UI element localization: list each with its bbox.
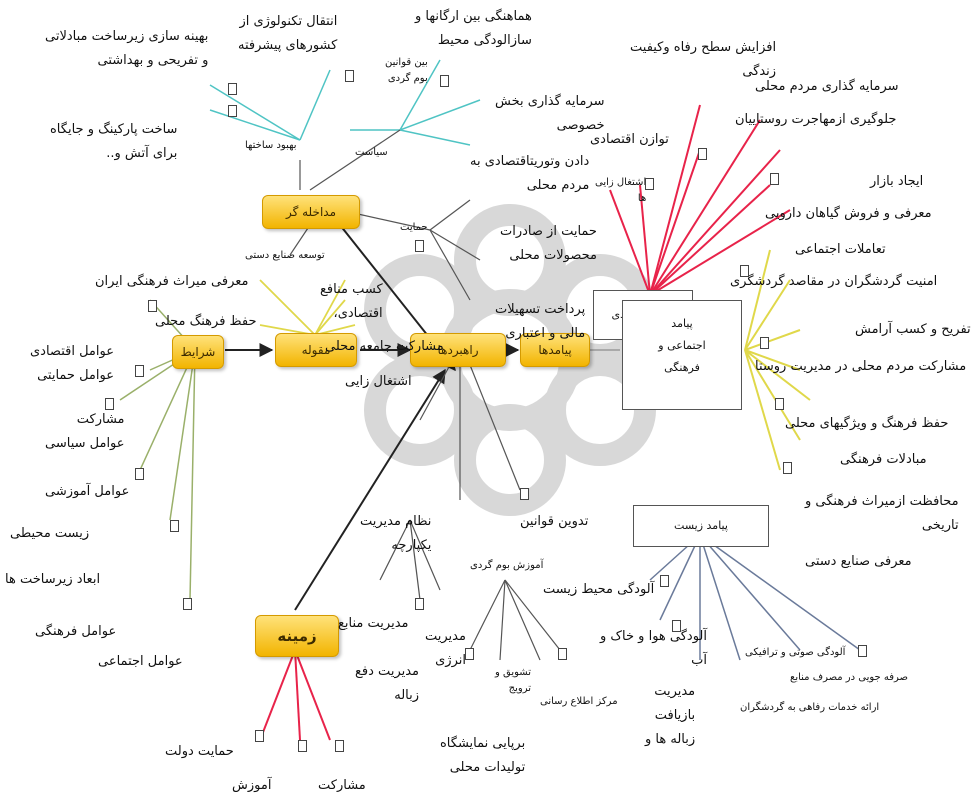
code-box [345, 70, 354, 82]
label-facilities: پرداخت تسهیلات مالی و اعتباری [495, 302, 586, 341]
conditions-node[interactable]: شرایط [172, 335, 224, 369]
code-box [255, 730, 264, 742]
code-box [135, 365, 144, 377]
code-box [465, 648, 474, 660]
strategies-node[interactable]: راهبردها [410, 333, 506, 367]
label-tech-transfer: انتقال تکنولوژی از کشورهای پیشرفته [238, 14, 338, 53]
label-migration: جلوگیری ازمهاجرت روستاییان [735, 112, 897, 127]
social-outcome-box[interactable]: پیامد اجتماعی و فرهنگی [622, 300, 742, 410]
code-box [558, 648, 567, 660]
code-box [672, 620, 681, 632]
label-participation: مشارکت مردم محلی در مدیریت روستا [755, 359, 967, 374]
label-env-pollution: آلودگی محیط زیست [543, 582, 655, 597]
code-box [228, 105, 237, 117]
label-laws: تدوین قوانین [520, 514, 589, 529]
code-box [148, 300, 157, 312]
code-box [183, 598, 192, 610]
label-living-standard: افزایش سطح رفاه وکیفیت زندگی [630, 40, 777, 79]
international-branch: بین قوانین بوم گردی [385, 57, 428, 84]
code-box [783, 462, 792, 474]
code-box [740, 265, 749, 277]
label-econ-factors: عوامل اقتصادی عوامل حمایتی [30, 344, 114, 383]
label-coordination: هماهنگی بین ارگانها و سازالودگی محیط [415, 9, 532, 48]
code-box [645, 178, 654, 190]
label-econ-balance: توازن اقتصادی [590, 132, 669, 147]
code-box [775, 398, 784, 410]
label-air-pollution: آلودگی هوا و خاک و آب [600, 629, 708, 668]
code-box [170, 520, 179, 532]
label-cultural-exchange: مبادلات فرهنگی [840, 452, 927, 467]
code-box [698, 148, 707, 160]
label-integrated-mgmt: نظام مدیریت یکپارچه [360, 514, 432, 553]
code-box [415, 598, 424, 610]
label-ctx-participation: مشارکت [318, 778, 366, 793]
label-heritage-intro: معرفی میراث فرهنگی ایران [95, 274, 249, 289]
label-infra-dim: ابعاد زیرساخت ها [5, 572, 101, 587]
code-box [415, 240, 424, 252]
handicraft-branch: توسعه صنایع دستی [245, 250, 325, 261]
label-recreation: تفریح و کسب آرامش [855, 322, 971, 337]
label-culture-keep: حفظ فرهنگ و ویژگیهای محلی [785, 416, 949, 431]
outcomes-node[interactable]: پیامدها [520, 333, 590, 367]
label-culture-local: حفظ فرهنگ محلی [155, 314, 257, 329]
code-box [760, 337, 769, 349]
label-waste: مدیریت دفع زباله [355, 664, 420, 703]
support-branch: حمایت [400, 222, 428, 233]
label-gov-support: حمایت دولت [165, 744, 234, 759]
environmental-outcome-box[interactable]: پیامد زیست [633, 505, 769, 547]
label-services: ارائه خدمات رفاهی به گردشگران [740, 702, 880, 713]
label-private-invest: سرمایه گذاری بخش خصوصی [495, 94, 605, 133]
label-econ-benefit: کسب منافع اقتصادی، [320, 282, 383, 321]
code-box [770, 173, 779, 185]
label-recycling: مدیریت بازیافت زباله ها و [645, 684, 696, 747]
label-local-support: دادن وتوریتاقتصادی به مردم محلی [470, 154, 590, 193]
label-herbs: معرفی و فروش گیاهان دارویی [765, 206, 932, 221]
context-node[interactable]: زمینه [255, 615, 339, 657]
policy-branch: سیاست [355, 147, 388, 158]
label-heritage-protect: محافظت ازمیراث فرهنگی و تاریخی [805, 494, 959, 533]
label-education: عوامل آموزشی [45, 484, 130, 499]
label-social-factors: عوامل اجتماعی [98, 654, 183, 669]
label-jobs-econ: اشتغال زایی ها [595, 177, 647, 204]
label-social-interact: تعاملات اجتماعی [795, 242, 886, 257]
code-box [440, 75, 449, 87]
code-box [660, 575, 669, 587]
label-consumption: صرفه جویی در مصرف منابع [790, 672, 909, 683]
label-environment: زیست محیطی [10, 526, 90, 541]
label-energy: مدیریت انرژی [425, 629, 466, 668]
label-resource-mgmt: مدیریت منابع [338, 616, 409, 631]
label-tourism-dev: آموزش بوم گردی [470, 560, 544, 571]
code-box [105, 398, 114, 410]
label-local-invest: سرمایه گذاری مردم محلی [755, 79, 899, 94]
label-encourage: تشویق و ترویج [495, 667, 532, 694]
infrastructure-branch: بهبود ساختها [245, 140, 297, 151]
label-training: آموزش [232, 778, 272, 793]
label-market: ایجاد بازار [870, 174, 924, 189]
code-box [298, 740, 307, 752]
code-box [135, 468, 144, 480]
label-tourist-safety: امنیت گردشگران در مقاصد گردشگری [730, 274, 938, 289]
label-noise: آلودگی صوتی و ترافیکی [745, 647, 846, 658]
label-exhibition: برپایی نمایشگاه تولیدات محلی [440, 736, 526, 775]
label-political: مشارکت عوامل سیاسی [45, 412, 125, 451]
label-jobs: اشتغال زایی [345, 374, 412, 389]
label-community: مشارکت جامعه محلی [325, 339, 444, 354]
code-box [335, 740, 344, 752]
code-box [520, 488, 529, 500]
code-box [858, 645, 867, 657]
label-parking: ساخت پارکینگ و جایگاه برای آتش و.. [50, 122, 178, 161]
label-handicraft-intro: معرفی صنایع دستی [805, 554, 912, 569]
label-cultural: عوامل فرهنگی [35, 624, 117, 639]
concept-node[interactable]: مقوله [275, 333, 357, 367]
intervening-node[interactable]: مداخله گر [262, 195, 360, 229]
code-box [228, 83, 237, 95]
label-export-support: حمایت از صادرات محصولات محلی [500, 224, 597, 263]
label-info-sys: مرکز اطلاع رسانی [540, 696, 618, 707]
label-infra-water: بهینه سازی زیرساخت مبادلاتی و تفریحی و ب… [45, 29, 209, 68]
